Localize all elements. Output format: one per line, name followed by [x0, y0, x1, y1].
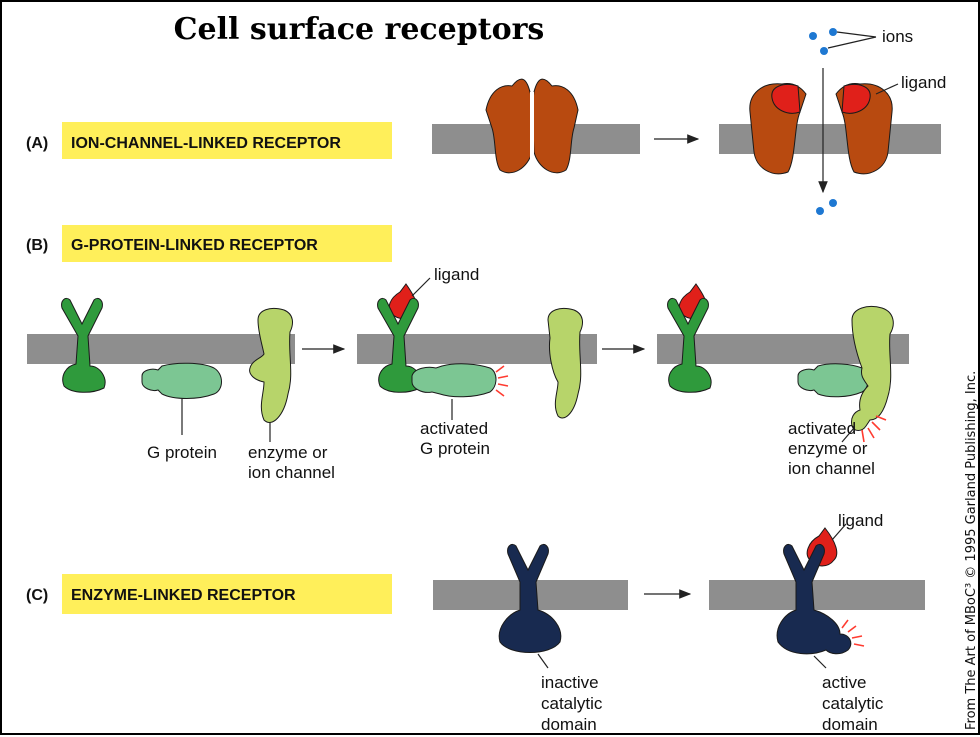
activated-enzyme-leader: [841, 427, 855, 443]
panel-c-letter: (C): [26, 587, 48, 604]
ion: [816, 207, 824, 215]
enzyme-linked-receptor-inactive: [498, 543, 562, 653]
g-protein-docked: [797, 363, 869, 398]
panel-a-title: ION-CHANNEL-LINKED RECEPTOR: [71, 135, 341, 152]
ligand-bound: [841, 84, 871, 114]
activated-enzyme-label-line3: ion channel: [788, 459, 875, 478]
activated-g-protein: [411, 363, 497, 398]
active-label-line1: active: [822, 673, 866, 692]
activation-mark: [495, 365, 509, 397]
ligand-leader: [831, 523, 847, 541]
panel-b-label-highlight: [62, 225, 392, 262]
ions-leader: [827, 31, 877, 49]
ion: [829, 28, 837, 36]
panel-a-label-highlight: [62, 122, 392, 159]
active-label-line2: catalytic: [822, 694, 884, 713]
activated-enzyme-label-line2: enzyme or: [788, 439, 868, 458]
inactive-label-line2: catalytic: [541, 694, 603, 713]
panel-b: (B) G-PROTEIN-LINKED RECEPTOR G protein …: [26, 225, 909, 482]
ion: [820, 47, 828, 55]
enzyme-or-ion-channel: [249, 307, 293, 423]
g-protein-linked-receptor: [61, 297, 106, 393]
ligand-bound: [771, 84, 801, 114]
panel-c-label-highlight: [62, 574, 392, 614]
panel-a: (A) ION-CHANNEL-LINKED RECEPTOR ions: [26, 27, 946, 215]
activation-mark: [841, 619, 865, 647]
ligand-leader: [411, 277, 431, 297]
ligand-label: ligand: [901, 73, 946, 92]
enzyme-label-line1: enzyme or: [248, 443, 328, 462]
ligand-leader: [875, 83, 899, 95]
g-protein-label: G protein: [147, 443, 217, 462]
membrane: [27, 334, 295, 364]
activated-g-protein-label-line2: G protein: [420, 439, 490, 458]
open-ion-channel: [749, 68, 893, 194]
membrane: [709, 580, 925, 610]
activated-g-protein-label-line1: activated: [420, 419, 488, 438]
enzyme-linked-receptor-active: [776, 543, 852, 655]
ion: [829, 199, 837, 207]
active-domain-leader: [813, 655, 827, 669]
ion: [809, 32, 817, 40]
activated-enzyme-label-line1: activated: [788, 419, 856, 438]
enzyme-or-ion-channel: [547, 307, 583, 419]
panel-c-title: ENZYME-LINKED RECEPTOR: [71, 587, 296, 604]
panel-b-title: G-PROTEIN-LINKED RECEPTOR: [71, 237, 318, 254]
active-label-line3: domain: [822, 715, 878, 734]
inactive-label-line1: inactive: [541, 673, 599, 692]
inactive-label-line3: domain: [541, 715, 597, 734]
g-protein-linked-receptor-bound: [667, 297, 712, 393]
copyright-credit: From The Art of MBoC³ © 1995 Garland Pub…: [964, 371, 979, 730]
g-protein: [141, 362, 222, 399]
enzyme-label-line2: ion channel: [248, 463, 335, 482]
ligand-label: ligand: [838, 511, 883, 530]
panel-a-letter: (A): [26, 135, 48, 152]
closed-ion-channel: [485, 78, 579, 174]
activated-enzyme-or-ion-channel: [851, 306, 894, 431]
activation-mark: [861, 415, 887, 443]
page-title: Cell surface receptors: [174, 12, 545, 47]
inactive-domain-leader: [537, 653, 549, 669]
ions-label: ions: [882, 27, 913, 46]
ligand-label: ligand: [434, 265, 479, 284]
panel-c: (C) ENZYME-LINKED RECEPTOR inactive cata…: [26, 511, 925, 734]
panel-b-letter: (B): [26, 237, 48, 254]
